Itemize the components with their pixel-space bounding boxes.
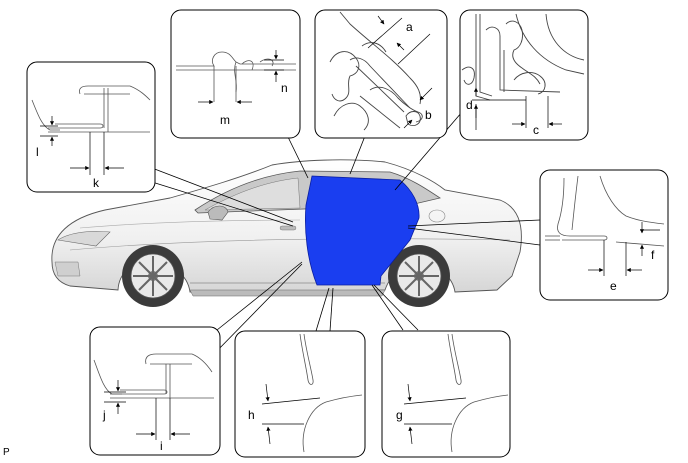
label-e: e [610,279,617,293]
label-m: m [220,113,230,127]
label-b: b [425,108,432,122]
label-j: j [102,408,106,422]
front-wheel [122,245,184,307]
detail-panel-kl: l k [26,61,156,193]
detail-panel-h: h [234,330,366,458]
detail-panel-mn: m n [170,9,301,139]
car-side-view [51,159,522,307]
label-i: i [160,439,163,453]
detail-panel-ab: a b [314,9,448,139]
label-l: l [36,145,39,159]
label-h: h [248,408,255,422]
label-f: f [651,248,655,262]
label-a: a [406,20,413,34]
detail-panel-ef: e f [539,169,669,301]
rear-wheel [388,245,450,307]
detail-panel-g: g [381,330,511,458]
detail-panel-ij: j i [89,326,221,456]
label-n: n [281,81,288,95]
label-d: d [466,98,473,112]
label-k: k [93,176,100,190]
label-g: g [396,408,403,422]
leader-lines [151,111,541,357]
label-c: c [533,123,539,137]
detail-panel-cd: d c [459,9,589,141]
figure-code: P [3,447,10,458]
rear-door-highlight [305,175,420,286]
